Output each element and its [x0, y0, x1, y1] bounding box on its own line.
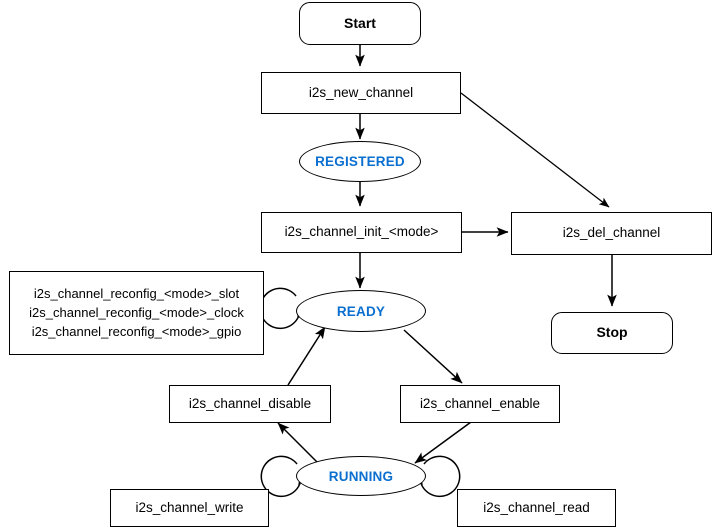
edge-channel-disable-to-ready	[287, 326, 326, 386]
node-i2s-channel-write-label: i2s_channel_write	[135, 499, 244, 515]
edge-running-to-channel-disable	[277, 422, 319, 464]
node-start[interactable]: Start	[299, 2, 421, 45]
node-i2s-del-channel[interactable]: i2s_del_channel	[511, 212, 712, 255]
reconfig-line-gpio: i2s_channel_reconfig_<mode>_gpio	[31, 323, 242, 339]
edge-ready-to-channel-enable	[403, 329, 463, 384]
node-stop-label: Stop	[596, 324, 628, 341]
state-running[interactable]: RUNNING	[296, 456, 426, 496]
node-i2s-new-channel[interactable]: i2s_new_channel	[261, 72, 461, 114]
node-start-label: Start	[344, 14, 376, 31]
node-i2s-channel-read[interactable]: i2s_channel_read	[457, 489, 616, 527]
edge-new-channel-to-del-channel	[460, 92, 610, 208]
node-i2s-channel-enable[interactable]: i2s_channel_enable	[400, 385, 560, 423]
node-i2s-channel-read-label: i2s_channel_read	[483, 499, 590, 515]
node-i2s-channel-init[interactable]: i2s_channel_init_<mode>	[261, 212, 462, 253]
node-i2s-channel-disable-label: i2s_channel_disable	[188, 395, 312, 411]
reconfig-line-clock: i2s_channel_reconfig_<mode>_clock	[29, 304, 244, 320]
state-registered[interactable]: REGISTERED	[299, 141, 421, 182]
state-running-label: RUNNING	[328, 468, 394, 484]
node-i2s-channel-init-label: i2s_channel_init_<mode>	[284, 224, 439, 240]
node-i2s-channel-enable-label: i2s_channel_enable	[419, 395, 541, 411]
node-i2s-channel-reconfig[interactable]: i2s_channel_reconfig_<mode>_slot i2s_cha…	[9, 271, 264, 355]
edge-channel-enable-to-running	[414, 421, 472, 464]
node-i2s-new-channel-label: i2s_new_channel	[308, 84, 414, 100]
node-i2s-del-channel-label: i2s_del_channel	[562, 225, 661, 241]
node-i2s-channel-disable[interactable]: i2s_channel_disable	[169, 385, 331, 423]
state-ready-label: READY	[336, 303, 386, 319]
node-i2s-channel-write[interactable]: i2s_channel_write	[110, 489, 269, 527]
state-ready[interactable]: READY	[296, 290, 426, 332]
node-stop[interactable]: Stop	[551, 312, 673, 354]
state-registered-label: REGISTERED	[315, 154, 405, 169]
edge-ready-self-loop	[259, 287, 307, 330]
reconfig-line-slot: i2s_channel_reconfig_<mode>_slot	[33, 286, 240, 301]
